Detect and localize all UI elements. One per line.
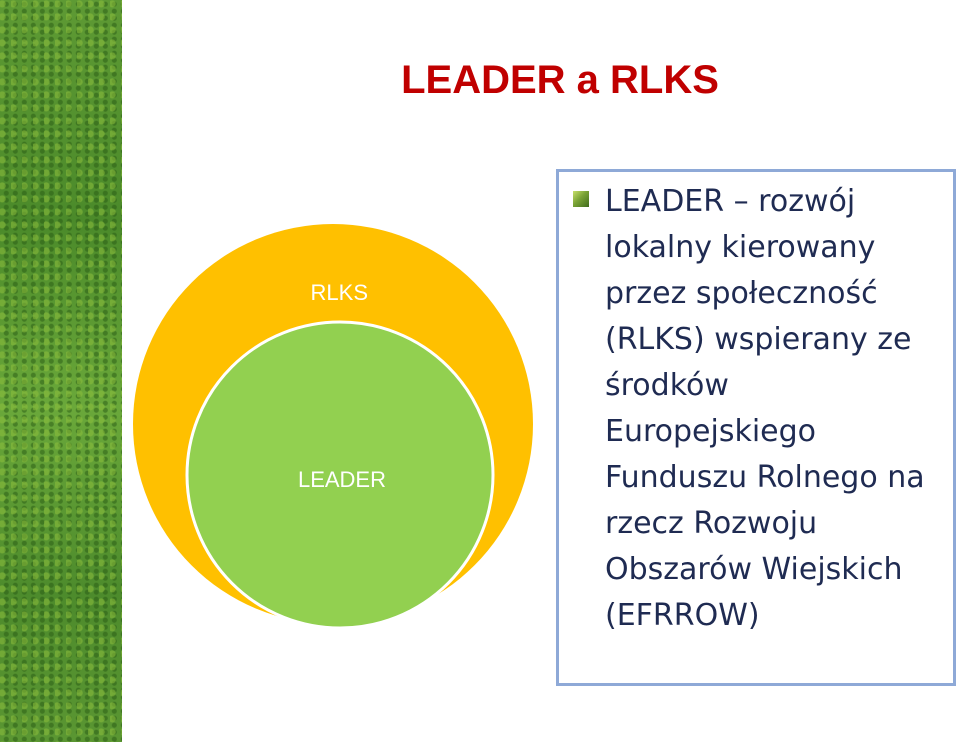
page-title: LEADER a RLKS: [401, 58, 719, 102]
leader-label: LEADER: [298, 467, 386, 492]
bullet-icon: [573, 191, 589, 207]
leader-inner-circle: [185, 320, 495, 630]
decorative-grass-photo-strip: [0, 0, 122, 742]
description-text: LEADER – rozwój lokalny kierowany przez …: [605, 184, 925, 633]
rlks-label: RLKS: [311, 280, 368, 305]
nested-circles-diagram: RLKS LEADER: [133, 224, 533, 630]
description-box: LEADER – rozwój lokalny kierowany przez …: [556, 169, 956, 686]
